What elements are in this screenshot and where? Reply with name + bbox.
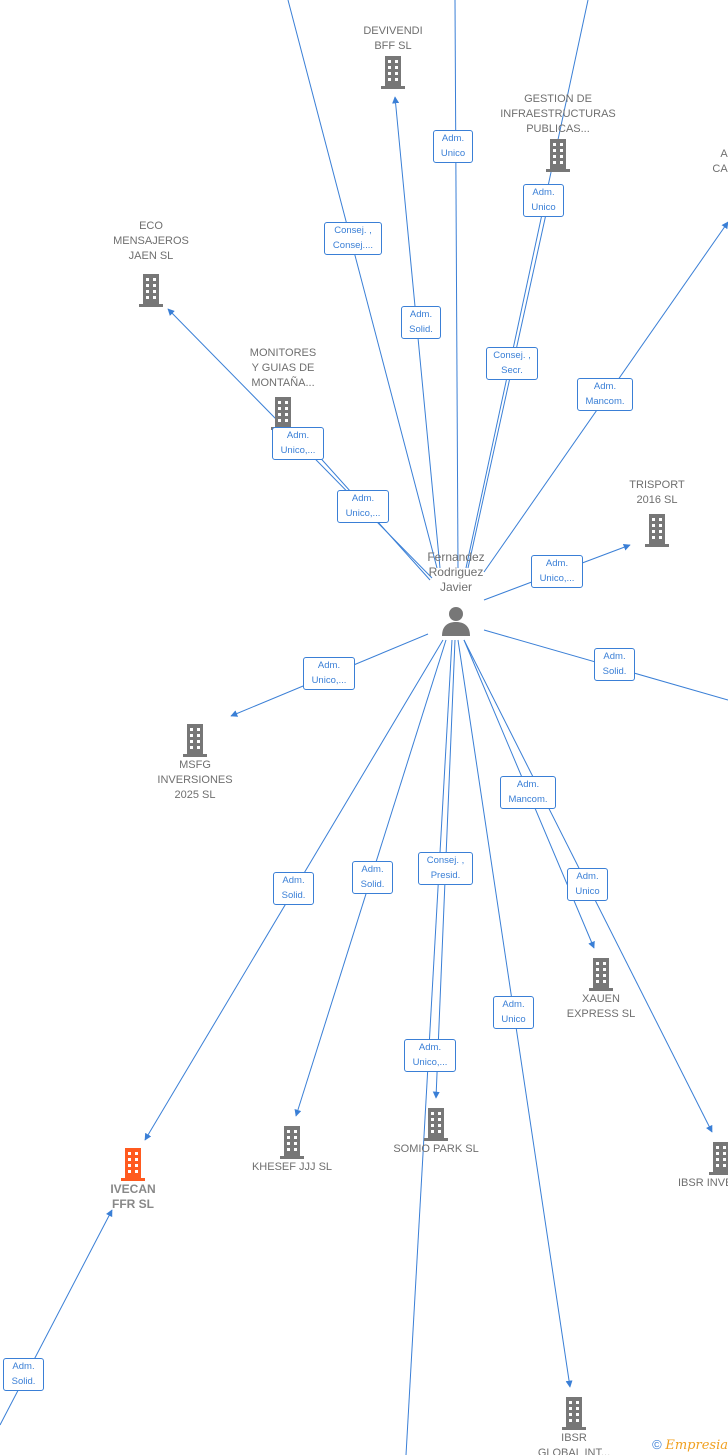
role-label[interactable]: Adm. Unico,... — [404, 1039, 456, 1072]
role-label[interactable]: Adm. Unico,... — [303, 657, 355, 690]
company-somio[interactable]: SOMIO PARK SL — [386, 1106, 486, 1157]
company-trisport[interactable]: TRISPORT 2016 SL — [614, 478, 700, 548]
role-label[interactable]: Adm. Unico,... — [272, 427, 324, 460]
company-eco[interactable]: ECO MENSAJEROS JAEN SL — [108, 219, 194, 308]
company-msfg[interactable]: MSFG INVERSIONES 2025 SL — [150, 722, 240, 803]
relationship-edge — [465, 0, 589, 569]
role-label[interactable]: Adm. Solid. — [594, 648, 635, 681]
footer-brand[interactable]: © Empresia — [652, 1437, 728, 1453]
company-label: DEVIVENDI BFF SL — [363, 25, 423, 52]
role-label[interactable]: Adm. Solid. — [352, 861, 393, 894]
role-label[interactable]: Adm. Solid. — [273, 872, 314, 905]
building-icon — [424, 1108, 448, 1141]
building-icon — [271, 397, 295, 430]
role-label[interactable]: Consej. , Presid. — [418, 852, 473, 885]
company-label: SOMIO PARK SL — [393, 1143, 479, 1155]
role-label[interactable]: Adm. Unico — [523, 184, 564, 217]
role-label[interactable]: Consej. , Secr. — [486, 347, 538, 380]
person-node[interactable]: Fernandez Rodriguez Javier — [415, 550, 497, 637]
role-label[interactable]: Adm. Unico — [567, 868, 608, 901]
company-ivecan[interactable]: IVECAN FFR SL — [90, 1146, 176, 1212]
building-icon — [381, 56, 405, 89]
company-ibsr-inve[interactable]: IBSR INVE — [672, 1140, 728, 1191]
company-gestion[interactable]: GESTION DE INFRAESTRUCTURAS PUBLICAS... — [496, 92, 620, 173]
building-icon — [645, 514, 669, 547]
building-icon — [139, 274, 163, 307]
relationship-edge — [0, 1209, 113, 1426]
role-label[interactable]: Consej. , Consej.... — [324, 222, 382, 255]
company-label: IBSR GLOBAL INT... — [537, 1432, 611, 1455]
company-ibsr-global[interactable]: IBSR GLOBAL INT... — [532, 1395, 616, 1455]
copyright-icon: © — [652, 1437, 662, 1452]
relationship-edge — [454, 0, 459, 569]
company-label: GESTION DE INFRAESTRUCTURAS PUBLICAS... — [500, 93, 616, 135]
role-label[interactable]: Adm. Mancom. — [577, 378, 633, 411]
company-label: XAUEN EXPRESS SL — [566, 993, 636, 1020]
company-label: IVECAN FFR SL — [110, 1182, 156, 1211]
person-icon — [442, 607, 470, 636]
role-label[interactable]: Adm. Unico — [433, 130, 473, 163]
company-partial-top-right[interactable]: A CAN — [700, 147, 728, 177]
role-label[interactable]: Adm. Unico — [493, 996, 534, 1029]
building-icon — [589, 958, 613, 991]
relationship-edge — [467, 204, 549, 569]
role-label[interactable]: Adm. Unico,... — [337, 490, 389, 523]
company-khesef[interactable]: KHESEF JJJ SL — [240, 1124, 344, 1175]
building-icon — [562, 1397, 586, 1430]
company-label: A CAN — [712, 148, 728, 175]
role-label[interactable]: Adm. Solid. — [3, 1358, 44, 1391]
role-label[interactable]: Adm. Mancom. — [500, 776, 556, 809]
company-label: TRISPORT 2016 SL — [629, 479, 685, 506]
company-label: MONITORES Y GUIAS DE MONTAÑA... — [249, 347, 317, 389]
company-label: IBSR INVE — [678, 1177, 728, 1189]
brand-logo: Empresia — [665, 1438, 728, 1453]
role-label[interactable]: Adm. Unico,... — [531, 555, 583, 588]
company-xauen[interactable]: XAUEN EXPRESS SL — [556, 956, 646, 1022]
building-icon — [121, 1148, 145, 1181]
relationship-edge — [287, 0, 438, 569]
building-icon — [280, 1126, 304, 1159]
building-icon — [183, 724, 207, 757]
company-label: ECO MENSAJEROS JAEN SL — [113, 220, 189, 262]
person-label: Fernandez Rodriguez Javier — [427, 550, 485, 594]
company-devivendi[interactable]: DEVIVENDI BFF SL — [350, 24, 436, 90]
building-icon — [709, 1142, 728, 1175]
role-label[interactable]: Adm. Solid. — [401, 306, 441, 339]
company-label: KHESEF JJJ SL — [251, 1161, 333, 1173]
company-label: MSFG INVERSIONES 2025 SL — [157, 759, 233, 801]
building-icon — [546, 139, 570, 172]
company-monitores[interactable]: MONITORES Y GUIAS DE MONTAÑA... — [240, 346, 326, 431]
